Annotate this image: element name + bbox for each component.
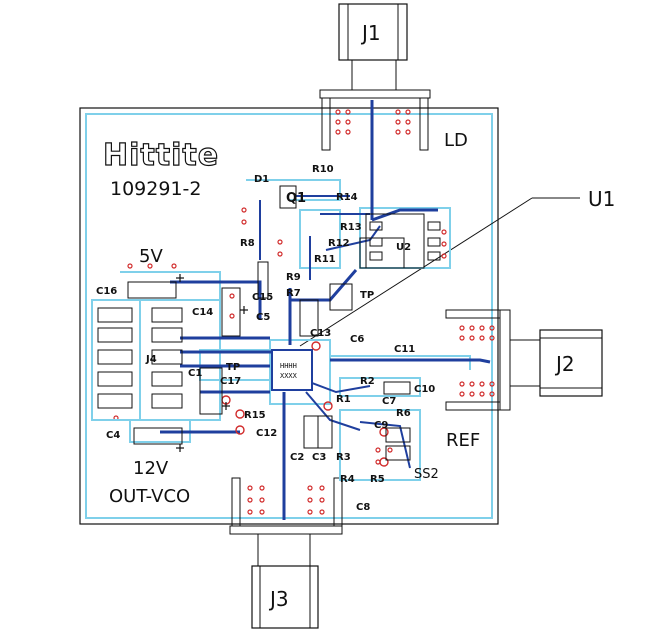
u1-marking-line2: XXXX [280,372,298,380]
refdes-r13: R13 [340,222,362,233]
u1-chip: HHHH XXXX [271,349,313,391]
refdes-c7: C7 [382,396,396,407]
refdes-tp2: TP [226,362,240,373]
j4-header [91,299,183,421]
j2-label: J2 [554,352,575,376]
refdes-r9: R9 [286,272,301,283]
connector-j3: J3 [229,477,343,629]
refdes-c10: C10 [414,384,435,395]
polarity-marks [176,274,248,452]
refdes-ss2: SS2 [414,467,439,482]
refdes-q1: Q1 [286,191,306,206]
refdes-r4: R4 [340,474,355,485]
refdes-c8: C8 [356,502,370,513]
5v-label: 5V [139,246,163,267]
refdes-r15: R15 [244,410,266,421]
refdes-r6: R6 [396,408,411,419]
vias [113,109,495,515]
refdes-c2: C2 [290,452,304,463]
ld-label: LD [444,130,468,151]
refdes-c6: C6 [350,334,364,345]
refdes-r7: R7 [286,288,301,299]
refdes-tp1: TP [360,290,374,301]
refdes-r1: R1 [336,394,351,405]
refdes-c14: C14 [192,307,213,318]
refdes-c9: C9 [374,420,388,431]
refdes-r14: R14 [336,192,358,203]
clearance-outlines [91,179,471,481]
part-number: 109291-2 [110,178,201,200]
refdes-c3: C3 [312,452,326,463]
refdes-r3: R3 [336,452,351,463]
j1-label: J1 [360,21,381,45]
refdes-r10: R10 [312,164,334,175]
refdes-r8: R8 [240,238,255,249]
refdes-c13: C13 [310,328,331,339]
refdes-c16: C16 [96,286,117,297]
connector-j2: J2 [445,309,603,411]
ref-label: REF [446,430,480,451]
parts [127,185,411,461]
12v-label: 12V [133,458,169,479]
out-vco-label: OUT-VCO [109,486,190,507]
hittite-logo: Hittite [103,138,219,173]
refdes-r2: R2 [360,376,375,387]
refdes-c11: C11 [394,344,415,355]
refdes-c1: C1 [188,368,202,379]
refdes-c15: C15 [252,292,273,303]
refdes-r5: R5 [370,474,385,485]
refdes-labels: D1 Q1 R10 R14 R13 R8 R12 R11 U2 R9 R7 TP… [96,164,439,513]
refdes-r12: R12 [328,238,350,249]
refdes-d1: D1 [254,174,269,185]
board-outline [79,107,499,525]
u1-label: U1 [588,187,615,211]
refdes-c5: C5 [256,312,270,323]
refdes-j4: J4 [145,354,157,365]
refdes-c17: C17 [220,376,241,387]
board-edge-copper [85,113,493,519]
j3-label: J3 [268,587,289,611]
refdes-c12: C12 [256,428,277,439]
u1-callout: U1 [299,187,615,347]
refdes-r11: R11 [314,254,336,265]
refdes-u2: U2 [396,242,411,253]
u2-chip [365,213,441,269]
refdes-c4: C4 [106,430,120,441]
traces [160,100,491,520]
connector-j1: J1 [319,3,431,151]
u1-marking-line1: HHHH [280,362,297,370]
